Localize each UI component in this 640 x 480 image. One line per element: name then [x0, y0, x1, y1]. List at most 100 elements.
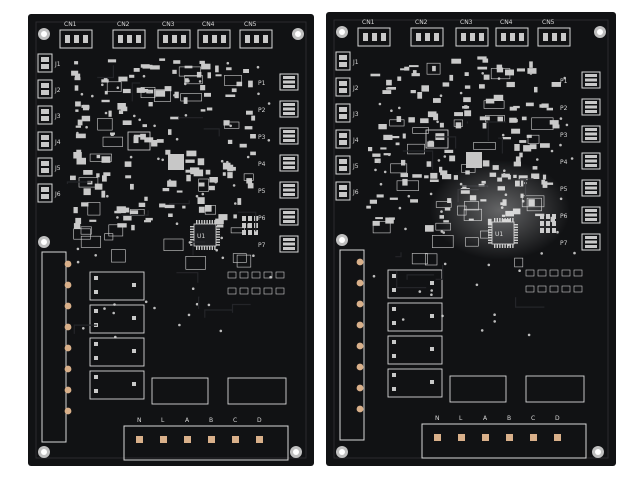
connector-pin: [585, 186, 597, 190]
via: [481, 72, 485, 75]
smd-pad: [122, 88, 131, 94]
smd-pad: [197, 158, 205, 166]
smd-pad: [383, 153, 391, 156]
smd-pad: [159, 203, 166, 208]
smd-pad: [168, 129, 172, 135]
relay-pin: [430, 347, 434, 351]
component-silk-outline: [490, 68, 511, 80]
smd-pad: [215, 74, 222, 77]
right-connector-label: P4: [258, 161, 266, 168]
smd-pad: [389, 197, 398, 200]
light-glare: [430, 160, 570, 260]
right-connector-outline: [279, 154, 299, 172]
via: [529, 72, 533, 75]
component-silk-outline: [372, 221, 391, 234]
smd-pad: [104, 90, 108, 95]
smd-pad: [386, 79, 392, 86]
connector-pin: [585, 78, 597, 82]
chip-pin: [216, 226, 220, 228]
connector-pin: [585, 83, 597, 86]
smd-pad: [186, 79, 190, 83]
right-connector-outline: [581, 71, 601, 89]
smd-pad: [138, 202, 146, 207]
smd-pad: [75, 217, 82, 224]
smd-pad: [71, 70, 79, 76]
smd-pad: [483, 74, 490, 80]
mounting-hole-drill: [339, 237, 345, 243]
copper-trace: [237, 211, 257, 232]
right-connector-outline: [581, 206, 601, 224]
via: [418, 290, 422, 293]
smd-pad: [526, 134, 532, 138]
via: [398, 206, 402, 210]
chip-pin: [201, 246, 203, 250]
smd-pad: [159, 58, 166, 61]
chip-pin: [190, 239, 194, 241]
smd-pad: [523, 145, 532, 152]
via: [398, 106, 401, 110]
smd-pad: [370, 73, 381, 77]
top-connector-label: CN5: [244, 21, 257, 28]
left-connector-outline: [37, 157, 53, 177]
smd-pad: [529, 61, 533, 68]
transistor-outline: [549, 269, 559, 277]
via: [437, 159, 441, 162]
right-connector-outline: [581, 179, 601, 197]
smd-pad: [400, 173, 408, 178]
bottom-terminal-pad: [458, 434, 465, 441]
via: [226, 160, 229, 164]
chip-pin: [190, 236, 194, 238]
connector-pin: [283, 103, 295, 106]
mounting-hole-drill: [339, 449, 345, 455]
smd-pad: [74, 61, 79, 65]
chip-pin: [190, 228, 194, 230]
smd-pad: [125, 175, 132, 179]
board-edge-line: [35, 21, 307, 459]
right-connector-label: P3: [560, 132, 568, 139]
component-silk-outline: [527, 134, 540, 144]
smd-pad: [239, 143, 247, 148]
relay-pin: [392, 321, 396, 325]
top-connector-outline: [357, 27, 391, 47]
left-connector-label: J4: [352, 137, 359, 144]
left-connector-label: J3: [54, 113, 61, 120]
bottom-terminal-label: L: [161, 417, 165, 424]
connector-pin: [510, 33, 515, 41]
connector-pin: [41, 187, 49, 192]
copper-trace: [178, 117, 203, 119]
chip-pin: [214, 246, 216, 250]
connector-pin: [74, 35, 79, 43]
smd-pad: [477, 66, 488, 70]
bottom-terminal-label: D: [555, 415, 560, 422]
smd-pad: [207, 72, 211, 79]
relay-outline: [449, 375, 507, 403]
transistor-outline: [263, 287, 273, 295]
chip-pin: [190, 226, 194, 228]
component-silk-outline: [185, 255, 206, 270]
via: [175, 137, 179, 141]
microcontroller-label: U1: [197, 233, 205, 240]
relay-outline: [227, 377, 287, 405]
header-pin: [254, 230, 258, 235]
mounting-hole-drill: [293, 449, 299, 455]
smd-pad: [233, 214, 237, 219]
right-connector-label: P1: [560, 78, 568, 85]
smd-pad: [382, 90, 392, 94]
smd-pad: [511, 128, 521, 134]
smd-pad: [449, 74, 454, 81]
copper-trace: [396, 271, 427, 289]
smd-pad: [73, 152, 82, 159]
relay-outline: [89, 337, 145, 367]
via: [198, 80, 202, 83]
smd-pad: [519, 140, 527, 143]
smd-pad: [144, 220, 151, 223]
smd-pad: [222, 162, 231, 170]
smd-pad: [73, 207, 78, 214]
connector-pin: [65, 35, 70, 43]
connector-pin: [203, 35, 208, 43]
via: [480, 329, 484, 332]
copper-trace: [97, 65, 115, 79]
left-connector-label: J2: [352, 85, 359, 92]
via: [138, 118, 141, 122]
left-connector-outline: [37, 53, 53, 73]
